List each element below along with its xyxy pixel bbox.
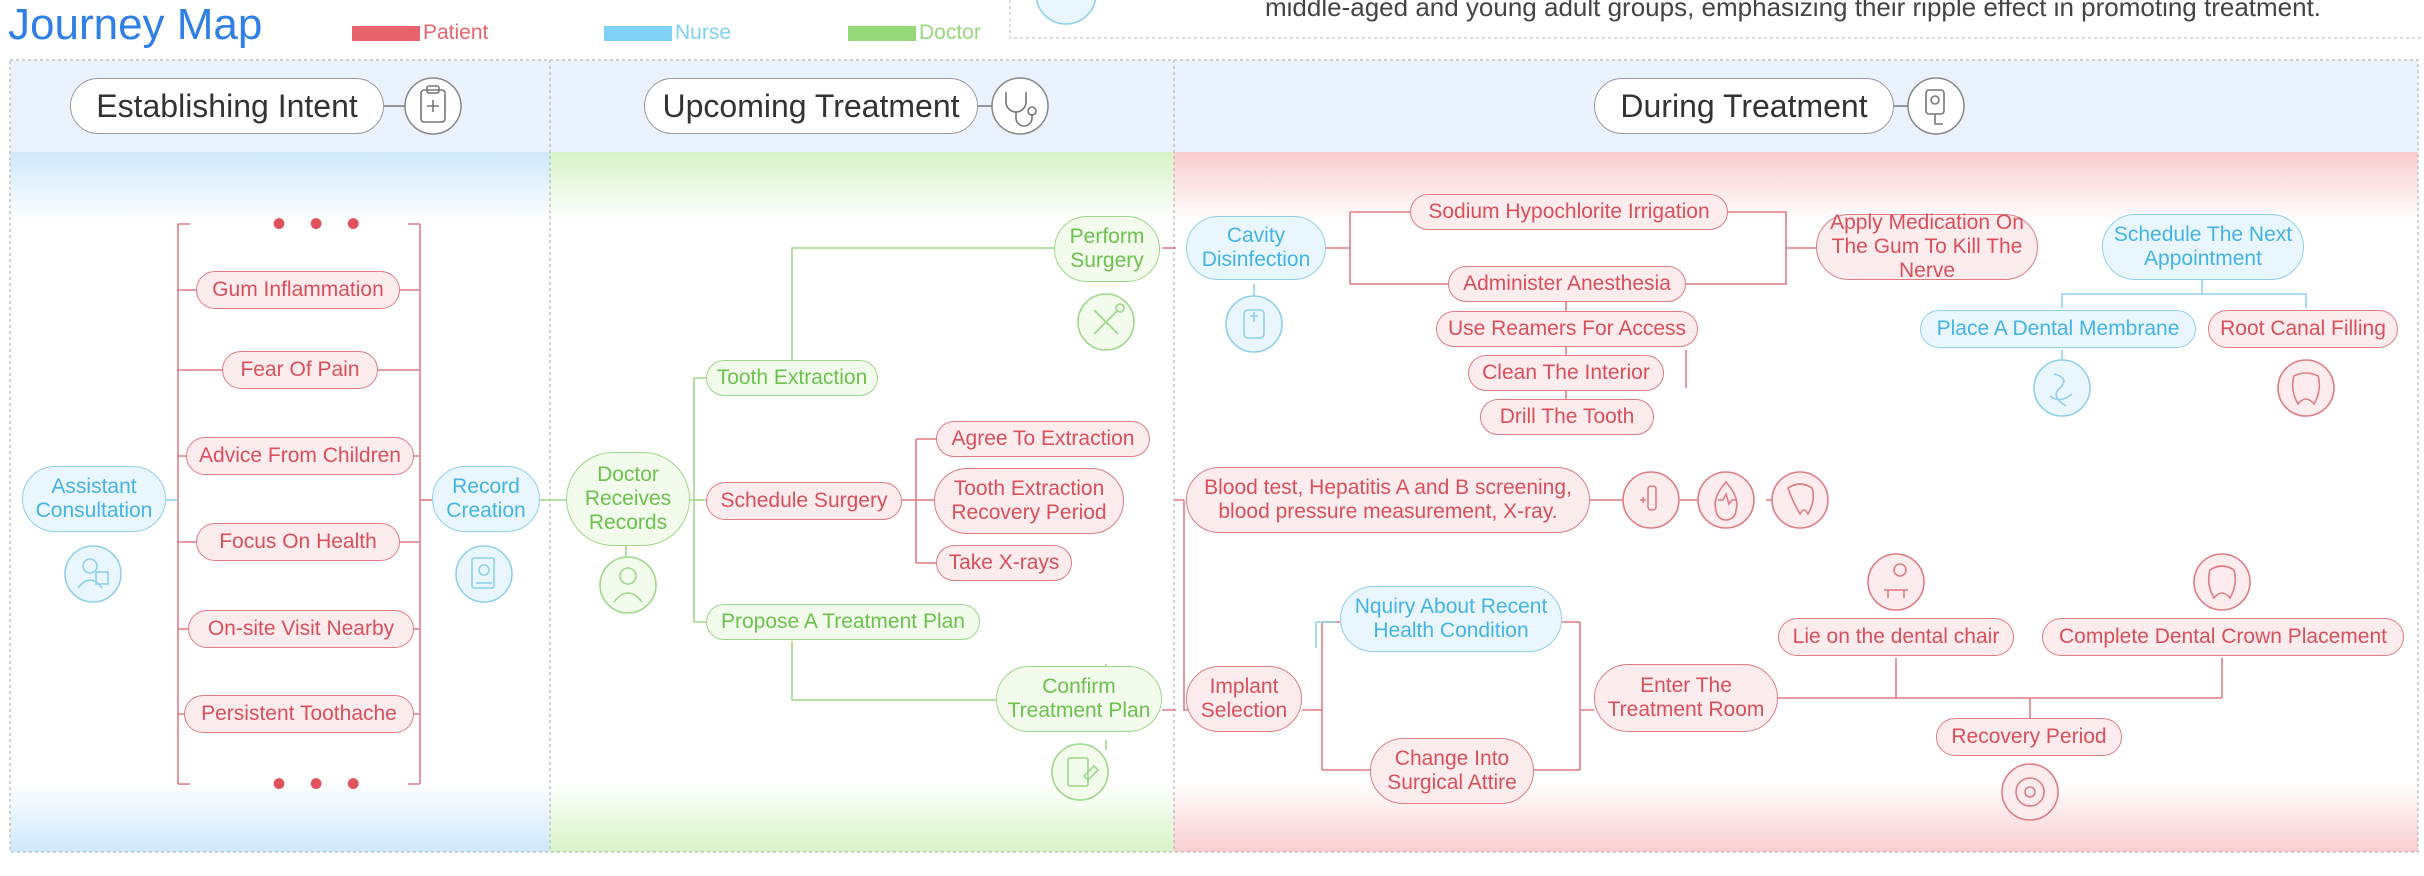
administer-anesthesia: Administer Anesthesia (1448, 266, 1686, 302)
doctor-records-icon (599, 556, 657, 614)
agree-to-extraction: Agree To Extraction (936, 421, 1150, 457)
plan-icon (1051, 743, 1109, 801)
legend-swatch-nurse (604, 26, 672, 41)
stage-upcoming-treatment: Upcoming Treatment (644, 78, 978, 134)
factor-fear-of-pain: Fear Of Pain (222, 351, 378, 389)
apply-medication: Apply Medication On The Gum To Kill The … (1816, 211, 2038, 282)
record-icon (455, 545, 513, 603)
record-creation: Record Creation (432, 466, 540, 532)
journey-description: middle-aged and young adult groups, emph… (1265, 0, 2322, 22)
place-dental-membrane: Place A Dental Membrane (1920, 310, 2196, 348)
extraction-recovery-period: Tooth Extraction Recovery Period (934, 468, 1124, 534)
factor-gum-inflammation: Gum Inflammation (196, 271, 400, 309)
schedule-next-appointment: Schedule The Next Appointment (2102, 214, 2304, 280)
description-box (1009, 0, 2424, 39)
dental-crown-placement: Complete Dental Crown Placement (2042, 618, 2404, 656)
confirm-treatment-plan: Confirm Treatment Plan (996, 666, 1162, 732)
consultation-icon (64, 545, 122, 603)
tooth-check-icon (1771, 471, 1829, 529)
blood-test-screening: Blood test, Hepatitis A and B screening,… (1186, 467, 1590, 533)
crown-icon (2193, 553, 2251, 611)
more-factors-top: • • • (272, 202, 367, 246)
drill-tooth: Drill The Tooth (1480, 399, 1654, 435)
schedule-surgery: Schedule Surgery (706, 482, 902, 520)
blood-test-icon (1622, 471, 1680, 529)
lie-on-dental-chair: Lie on the dental chair (1778, 618, 2014, 656)
cavity-disinfection: Cavity Disinfection (1186, 216, 1326, 280)
factor-persistent-toothache: Persistent Toothache (184, 695, 414, 733)
legend-label-doctor: Doctor (919, 21, 981, 44)
change-surgical-attire: Change Into Surgical Attire (1370, 738, 1534, 804)
use-reamers: Use Reamers For Access (1436, 311, 1698, 347)
stage-icon-during (1907, 77, 1965, 135)
stage-establishing-intent: Establishing Intent (70, 78, 384, 134)
factor-focus-on-health: Focus On Health (196, 523, 400, 561)
legend-label-patient: Patient (423, 21, 489, 44)
implant-selection: Implant Selection (1186, 666, 1302, 732)
factor-advice-from-children: Advice From Children (186, 437, 414, 475)
perform-surgery: Perform Surgery (1054, 216, 1160, 282)
assistant-consultation: Assistant Consultation (22, 466, 166, 532)
tooth-extraction: Tooth Extraction (706, 360, 878, 396)
clean-interior: Clean The Interior (1468, 355, 1664, 391)
recovery-icon (2001, 763, 2059, 821)
description-icon (1035, 0, 1097, 25)
sodium-hypochlorite-irrigation: Sodium Hypochlorite Irrigation (1410, 194, 1728, 230)
legend-swatch-patient (352, 26, 420, 41)
factor-onsite-visit: On-site Visit Nearby (188, 610, 414, 648)
root-canal-filling: Root Canal Filling (2208, 310, 2398, 348)
stage-during-treatment: During Treatment (1594, 78, 1894, 134)
legend-label-nurse: Nurse (675, 21, 732, 44)
heart-drop-icon (1697, 471, 1755, 529)
dental-chair-icon (1867, 553, 1925, 611)
enter-treatment-room: Enter The Treatment Room (1594, 664, 1778, 732)
take-xrays: Take X-rays (936, 545, 1072, 581)
doctor-receives-records: Doctor Receives Records (566, 452, 690, 546)
page-title: Journey Map (8, 0, 263, 49)
root-canal-icon (2277, 359, 2335, 417)
propose-treatment-plan: Propose A Treatment Plan (706, 604, 980, 640)
membrane-icon (2033, 359, 2091, 417)
more-factors-bottom: • • • (272, 762, 367, 806)
cavity-icon (1225, 295, 1283, 353)
recovery-period: Recovery Period (1936, 718, 2122, 756)
legend-swatch-doctor (848, 26, 916, 41)
inquiry-health-condition: Nquiry About Recent Health Condition (1340, 586, 1562, 652)
